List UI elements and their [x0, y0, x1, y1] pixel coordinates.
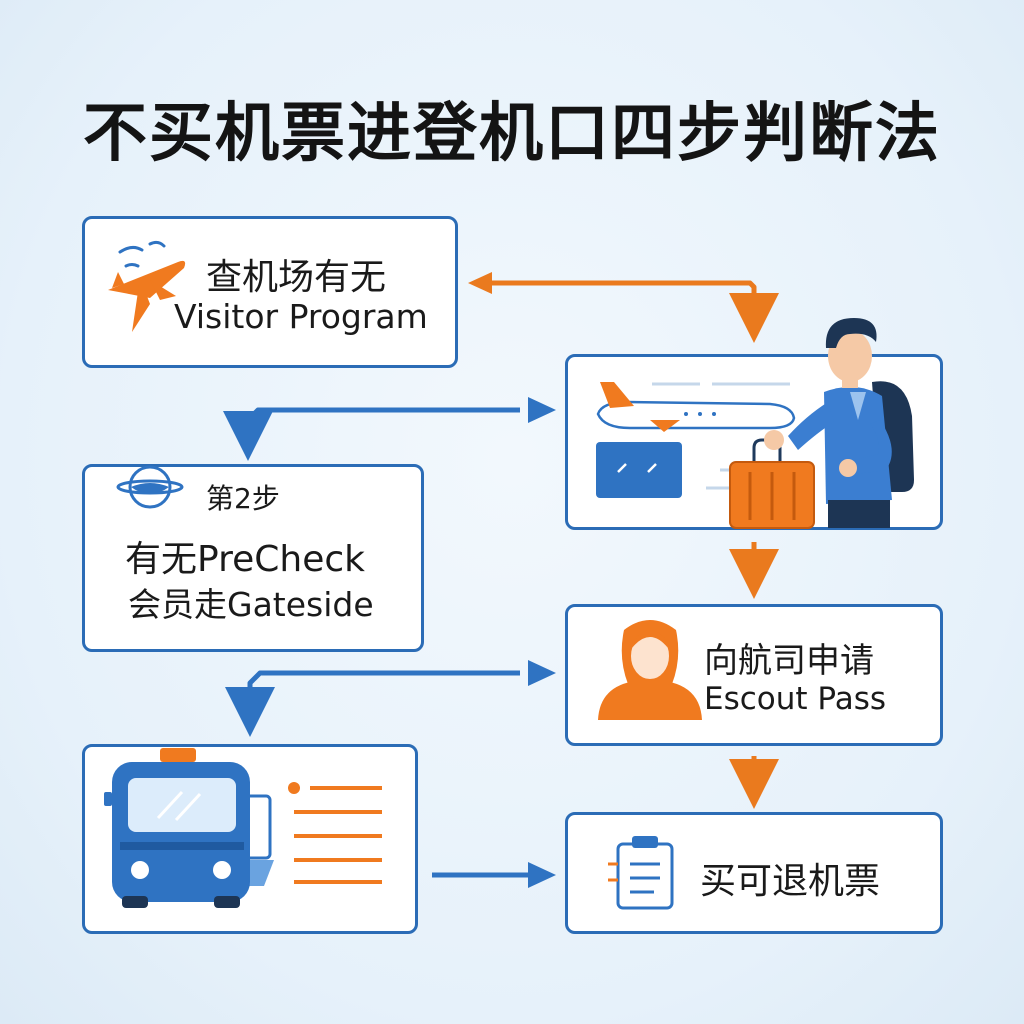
agent-person-icon [598, 620, 702, 720]
globe-icon [116, 465, 184, 509]
step-escort-line1: 向航司申请 [704, 641, 874, 681]
page-title: 不买机票进登机口四步判断法 [83, 97, 941, 171]
clipboard-icon [608, 836, 674, 910]
traveler-with-suitcase-icon [596, 318, 914, 529]
airplane-icon [108, 240, 186, 332]
list-lines-icon [288, 782, 382, 884]
step-precheck-line2: 会员走Gateside [128, 585, 374, 624]
step-precheck-label: 第2步 [206, 482, 280, 515]
bus-icon [104, 748, 274, 908]
arrow-visitor-to-scene [468, 272, 779, 343]
arrow-escort-to-shuttle [225, 660, 556, 737]
step-visitor-line2: Visitor Program [174, 297, 428, 336]
arrow-shuttle-to-refund [432, 862, 556, 888]
step-visitor-line1: 查机场有无 [206, 257, 387, 298]
step-refund-line1: 买可退机票 [700, 861, 881, 902]
step-precheck-line1: 有无PreCheck [125, 539, 365, 580]
step-escort-line2: Escout Pass [704, 681, 887, 717]
arrow-scene-to-precheck [223, 397, 556, 461]
